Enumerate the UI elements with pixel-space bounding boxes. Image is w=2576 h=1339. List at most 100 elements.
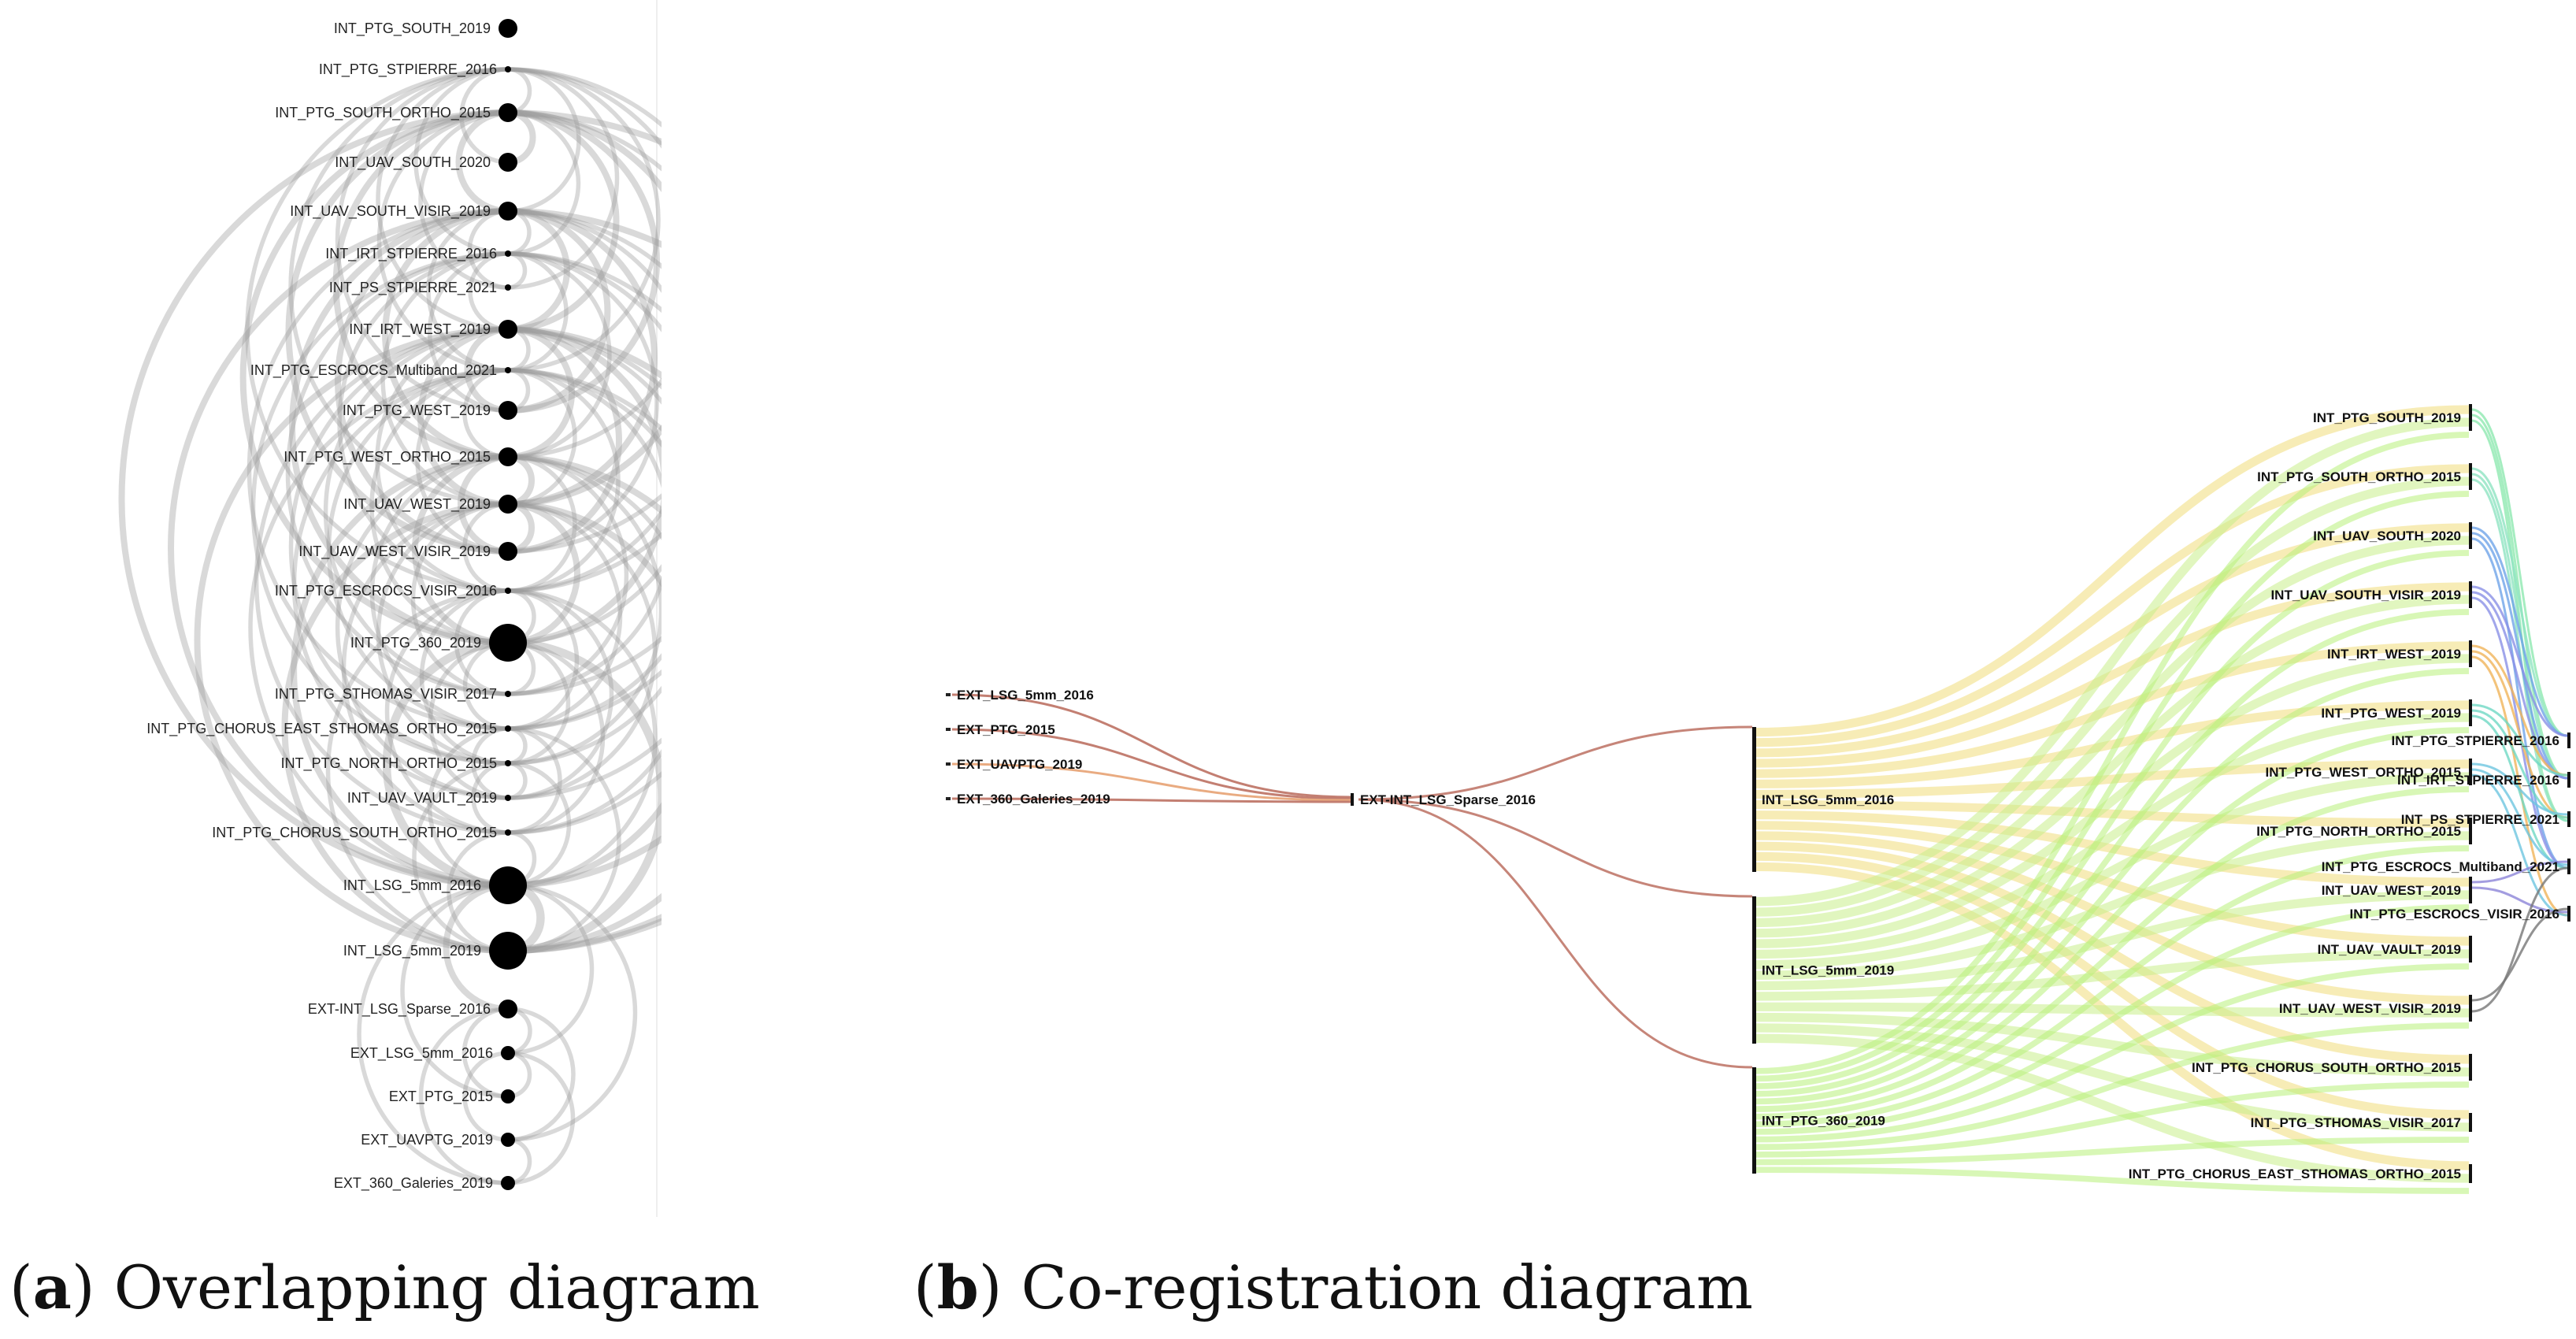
- mid-node-bar: [2469, 818, 2472, 844]
- mid-node-bar: [2469, 699, 2472, 726]
- overlap-arc: [507, 110, 581, 256]
- overlap-arc: [291, 454, 509, 888]
- overlap-node-label: EXT_UAVPTG_2019: [361, 1132, 493, 1148]
- main-to-mid-band: [1755, 727, 2470, 1112]
- overlap-arc: [443, 882, 509, 1012]
- overlap-node-label: INT_PS_STPIERRE_2021: [329, 280, 497, 296]
- overlap-node-label: INT_PTG_SOUTH_2019: [334, 20, 491, 37]
- overlap-node-label: EXT-INT_LSG_Sparse_2016: [308, 1001, 491, 1018]
- overlap-arc: [254, 327, 509, 835]
- overlap-arc: [507, 501, 535, 555]
- overlap-arc: [462, 368, 509, 459]
- hub-to-main-link: [1358, 798, 1753, 898]
- overlap-arc: [454, 588, 509, 696]
- overlap-arc: [507, 640, 606, 835]
- overlap-arc: [291, 368, 509, 800]
- overlap-arc: [415, 368, 509, 554]
- overlap-node-label: INT_PTG_ESCROCS_Multiband_2021: [250, 362, 497, 379]
- overlap-node-dot: [505, 284, 511, 291]
- right-node-bar: [2567, 772, 2570, 788]
- overlap-node-dot: [505, 725, 511, 732]
- overlap-arc: [289, 208, 509, 646]
- overlap-node-label: INT_PTG_WEST_2019: [343, 402, 491, 419]
- mid-to-right-link: [2471, 585, 2568, 737]
- overlap-arc: [369, 368, 509, 645]
- main-to-mid-band: [1755, 904, 2470, 1135]
- main-to-mid-band: [1755, 550, 2470, 1089]
- overlap-arcs: [118, 67, 930, 1185]
- right-node-bar: [2567, 811, 2570, 827]
- overlap-arc: [507, 326, 575, 460]
- coregistration-node-label: EXT-INT_LSG_Sparse_2016: [1360, 792, 1536, 807]
- mid-to-right-link: [2471, 655, 2568, 917]
- overlap-arc: [285, 251, 509, 696]
- mid-node-bar: [2469, 522, 2472, 549]
- caption-a-text: Overlapping diagram: [113, 1252, 760, 1322]
- overlap-arc: [341, 502, 509, 835]
- main-to-mid-band: [1755, 799, 2470, 828]
- overlap-arc: [250, 251, 509, 766]
- overlap-arc: [427, 251, 509, 413]
- overlap-arc: [400, 883, 509, 1099]
- overlap-node-label: EXT_LSG_5mm_2016: [350, 1045, 493, 1062]
- right-node-bar: [2567, 859, 2570, 874]
- overlap-arc: [507, 1051, 576, 1185]
- overlap-node-label: INT_IRT_STPIERRE_2016: [325, 246, 497, 262]
- mid-to-right-link: [2471, 408, 2568, 737]
- mid-to-right-link: [2471, 467, 2568, 737]
- main-to-mid-band: [1755, 845, 2470, 1128]
- mid-to-right-link: [2471, 860, 2568, 884]
- overlap-node-label: INT_UAV_VAULT_2019: [347, 790, 497, 807]
- overlap-arc: [376, 502, 509, 766]
- overlap-arc: [507, 326, 622, 555]
- coregistration-node-label: INT_PTG_WEST_2019: [2321, 706, 2461, 721]
- coregistration-node-label: INT_UAV_SOUTH_VISIR_2019: [2270, 588, 2461, 603]
- overlap-arc: [471, 761, 509, 835]
- overlap-nodes: INT_PTG_SOUTH_2019INT_PTG_STPIERRE_2016I…: [146, 19, 527, 1192]
- coregistration-node-label: INT_UAV_WEST_VISIR_2019: [2279, 1001, 2461, 1016]
- overlap-node-dot: [499, 103, 517, 122]
- overlap-node-label: INT_UAV_SOUTH_2020: [335, 154, 491, 171]
- overlap-arc: [281, 501, 509, 954]
- overlap-node-label: INT_PTG_ESCROCS_VISIR_2016: [275, 583, 497, 599]
- coregistration-node-label: INT_PTG_STPIERRE_2016: [2391, 733, 2559, 748]
- overlap-arc: [239, 109, 509, 646]
- mid-to-right-link: [2471, 762, 2568, 816]
- mid-node-bar: [2469, 759, 2472, 785]
- main-to-mid-band: [1755, 1137, 2470, 1166]
- overlap-arc: [413, 67, 509, 256]
- mid-node-bar: [2469, 1054, 2472, 1081]
- overlap-node-dot: [505, 795, 511, 801]
- overlap-arc: [507, 251, 659, 554]
- coregistration-node-label: EXT_UAVPTG_2019: [957, 757, 1082, 772]
- overlap-arc: [332, 109, 509, 460]
- main-to-mid-band: [1755, 477, 2470, 917]
- overlap-arc: [412, 761, 509, 953]
- overlap-arc: [464, 326, 509, 414]
- overlap-arc: [507, 109, 660, 414]
- source-node-bar: [946, 728, 951, 731]
- overlap-node-label: INT_PTG_NORTH_ORTHO_2015: [281, 755, 497, 772]
- overlap-arc: [369, 454, 509, 731]
- mid-node-bar: [2469, 877, 2472, 903]
- main-to-mid-band: [1755, 1022, 2470, 1151]
- overlap-arc: [507, 454, 664, 766]
- main-to-mid-band: [1755, 432, 2470, 1074]
- overlap-node-dot: [501, 1089, 515, 1103]
- overlap-arc: [419, 588, 509, 766]
- main-to-mid-band: [1755, 668, 2470, 1105]
- main-to-mid-band: [1755, 831, 2470, 980]
- overlap-arc: [326, 368, 509, 731]
- overlap-arc: [507, 208, 658, 507]
- main-to-mid-band: [1755, 786, 2470, 1120]
- mid-to-right-link: [2471, 907, 2568, 1002]
- hub-node-bar: [1351, 793, 1354, 806]
- main-to-mid-band: [1755, 464, 2470, 747]
- coregistration-node-label: EXT_PTG_2015: [957, 722, 1055, 737]
- overlap-arc: [507, 251, 612, 459]
- overlap-node-label: INT_PTG_STPIERRE_2016: [319, 61, 497, 78]
- overlap-node-dot: [505, 66, 511, 72]
- main-to-mid-band: [1755, 582, 2470, 768]
- overlap-node-dot: [501, 1133, 515, 1147]
- mid-to-right-link: [2471, 703, 2568, 777]
